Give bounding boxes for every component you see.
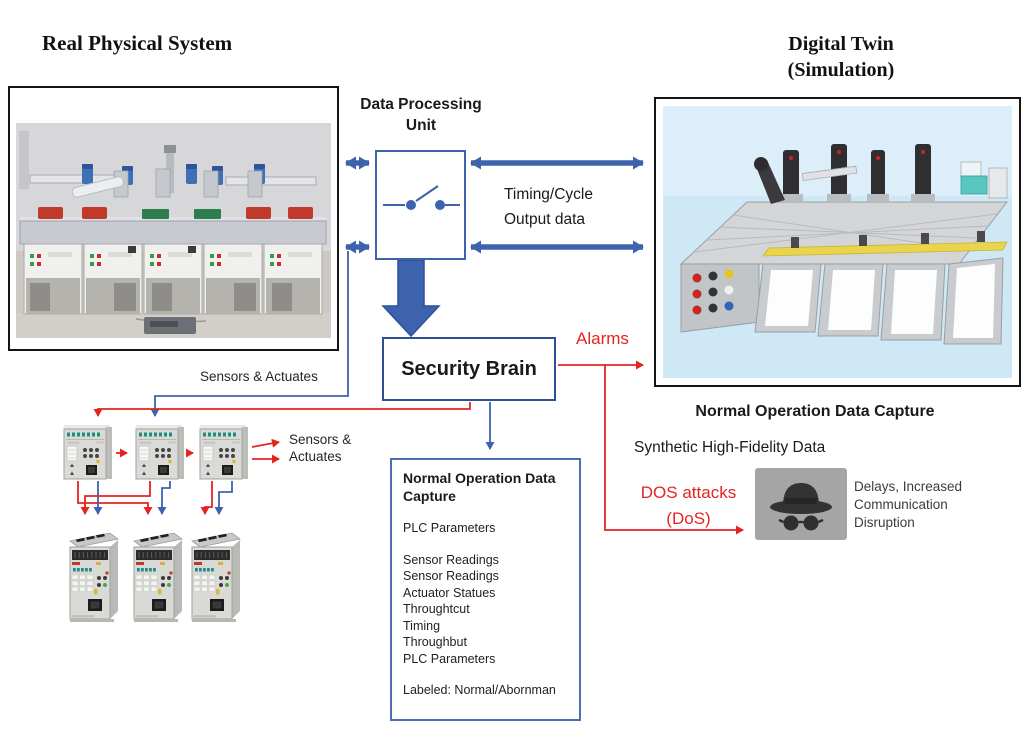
- synthetic-data-label: Synthetic High-Fidelity Data: [634, 439, 826, 456]
- capture-item: Throughtcut: [403, 602, 470, 616]
- arrow-plc3-sensors-1: [251, 438, 280, 448]
- digital-twin-title-line1: Digital Twin: [788, 33, 894, 55]
- sensors-actuates-top-label: Sensors & Actuates: [200, 369, 318, 384]
- plc-large-3: [191, 532, 241, 623]
- dos-attacks-label: DOS attacks (DoS): [636, 480, 741, 532]
- wire-blue-3: [214, 481, 233, 515]
- arrow-dpu-security-brain: [381, 259, 441, 338]
- capture-item: Sensor Readings: [403, 569, 499, 583]
- cabinet-row: [23, 243, 323, 315]
- capture-title-line2: Capture: [403, 488, 456, 504]
- line-dpu-to-plc: [150, 251, 349, 417]
- dpu-title-line1: Data Processing: [360, 96, 482, 113]
- wire-red-3: [200, 481, 213, 515]
- plc-large-1: [69, 532, 119, 623]
- capture-item: Sensor Readings: [403, 552, 499, 567]
- line-sb-to-plc: [93, 402, 471, 417]
- capture-box-footer: Labeled: Normal/Abornman: [403, 683, 556, 697]
- data-processing-unit-box: [375, 150, 466, 260]
- alarms-label: Alarms: [576, 329, 629, 348]
- normal-operation-data-capture-box: Normal Operation Data Capture PLC Parame…: [390, 458, 581, 721]
- open-switch-icon: [383, 185, 460, 210]
- capture-item: Throughbut: [403, 635, 467, 649]
- capture-box-title: Normal Operation Data Capture: [403, 469, 579, 505]
- plc-small-1: [63, 425, 113, 480]
- sensors-right-line1: Sensors &: [289, 432, 352, 447]
- capture-item: Timing: [403, 618, 441, 633]
- wire-blue-2: [157, 481, 171, 515]
- impact-line2: Communication: [854, 497, 948, 512]
- plc-small-3: [199, 425, 249, 480]
- capture-item: Actuator Statues: [403, 585, 496, 600]
- dos-line1: DOS attacks: [640, 483, 737, 502]
- dpu-title-line2: Unit: [405, 117, 437, 134]
- plc-large-2: [133, 532, 183, 623]
- digital-twin-title: Digital Twin (Simulation): [730, 31, 952, 83]
- timing-line2: Output data: [504, 211, 586, 228]
- digital-twin-simulation-frame: [654, 97, 1021, 387]
- digital-twin-render: [663, 106, 1012, 378]
- capture-title-line1: Normal Operation Data: [403, 470, 556, 486]
- wire-red-1: [77, 481, 153, 515]
- dpu-title: Data Processing Unit: [340, 94, 502, 136]
- real-physical-system-photo-frame: [8, 86, 339, 351]
- sensors-actuates-right-label: Sensors & Actuates: [289, 431, 351, 465]
- station-bays: [754, 257, 1004, 345]
- red-clamps: [38, 207, 313, 219]
- wire-red-2: [80, 481, 151, 515]
- capture-item: PLC Parameters: [403, 651, 496, 666]
- arrow-alarms-to-attacker: [604, 365, 744, 535]
- attack-impact-label: Delays, Increased Communication Disrupti…: [854, 478, 962, 532]
- digital-twin-title-line2: (Simulation): [787, 59, 895, 81]
- impact-line1: Delays, Increased: [854, 479, 963, 494]
- spy-hat-sunglasses-icon: [755, 468, 847, 540]
- sensors-right-line2: Actuates: [289, 449, 342, 464]
- real-physical-system-title: Real Physical System: [42, 31, 233, 55]
- real-physical-system-photo: [16, 123, 331, 338]
- twin-capture-caption: Normal Operation Data Capture: [695, 403, 935, 420]
- plc-small-2: [135, 425, 185, 480]
- capture-item: PLC Parameters: [403, 521, 496, 535]
- impact-line3: Disruption: [854, 515, 915, 530]
- dos-line2: (DoS): [666, 509, 711, 528]
- timing-cycle-label: Timing/Cycle Output data: [504, 182, 593, 232]
- security-brain-label: Security Brain: [401, 357, 537, 380]
- timing-line1: Timing/Cycle: [504, 186, 593, 203]
- security-brain-box: Security Brain: [382, 337, 556, 401]
